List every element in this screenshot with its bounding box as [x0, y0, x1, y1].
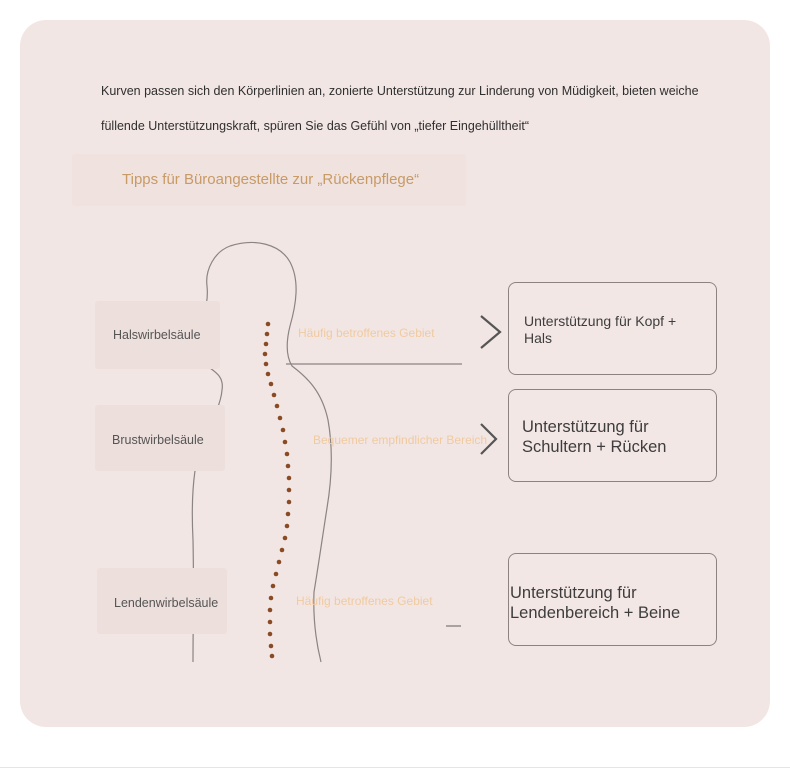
region-note-lumbar: Häufig betroffenes Gebiet [296, 594, 433, 608]
vertebra [265, 321, 271, 327]
region-label-lumbar: Lendenwirbelsäule [97, 568, 227, 634]
support-text-lumbar-legs: Unterstützung für Lendenbereich + Beine [510, 584, 681, 622]
vertebra [262, 351, 268, 357]
vertebra [263, 341, 269, 347]
vertebra [286, 475, 292, 481]
vertebra [276, 559, 282, 565]
vertebra [277, 415, 283, 421]
vertebra [264, 331, 270, 337]
support-box-lumbar-legs: Unterstützung für Lendenbereich + Beine [508, 553, 717, 646]
region-note-cervical: Häufig betroffenes Gebiet [298, 326, 435, 340]
spine-dots [262, 321, 292, 659]
vertebra [270, 583, 276, 589]
vertebra [279, 547, 285, 553]
footer-divider [0, 767, 790, 768]
vertebra [268, 643, 274, 649]
vertebra [284, 523, 290, 529]
support-text-shoulders-back: Unterstützung für Schultern + Rücken [522, 418, 667, 456]
support-box-head-neck: Unterstützung für Kopf + Hals [508, 282, 717, 375]
vertebra [268, 595, 274, 601]
vertebra [273, 571, 279, 577]
intro-line-2: füllende Unterstützungskraft, spüren Sie… [101, 119, 530, 133]
region-note-thoracic: Bequemer empfindlicher Bereich [313, 433, 488, 447]
vertebra [286, 487, 292, 493]
support-text-head-neck: Unterstützung für Kopf + Hals [524, 313, 677, 346]
vertebra [274, 403, 280, 409]
vertebra [263, 361, 269, 367]
intro-line-1: Kurven passen sich den Körperlinien an, … [101, 84, 699, 98]
body-outline-back [229, 241, 332, 663]
vertebra [285, 511, 291, 517]
vertebra [284, 451, 290, 457]
vertebra [267, 607, 273, 613]
support-box-shoulders-back: Unterstützung für Schultern + Rücken [508, 389, 717, 482]
vertebra [271, 392, 277, 398]
chevron-right-icon [480, 315, 502, 349]
vertebra [265, 371, 271, 377]
vertebra [280, 427, 286, 433]
tips-heading: Tipps für Büroangestellte zur „Rückenpfl… [72, 154, 466, 206]
vertebra [267, 631, 273, 637]
vertebra [269, 653, 275, 659]
vertebra [267, 619, 273, 625]
vertebra [282, 535, 288, 541]
vertebra [286, 499, 292, 505]
vertebra [285, 463, 291, 469]
region-label-cervical: Halswirbelsäule [95, 301, 220, 369]
chevron-right-icon [480, 423, 498, 455]
vertebra [282, 439, 288, 445]
region-label-thoracic: Brustwirbelsäule [95, 405, 225, 471]
vertebra [268, 381, 274, 387]
